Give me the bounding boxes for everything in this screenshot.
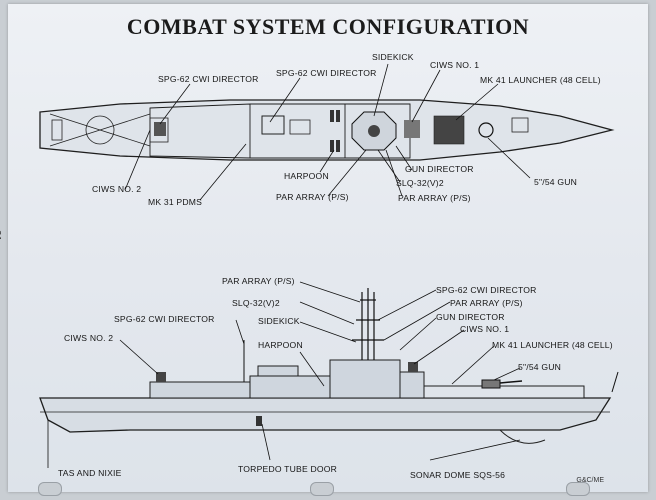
side-label-sidekick: SIDEKICK xyxy=(258,316,300,326)
side-label-ciws2: CIWS NO. 2 xyxy=(64,333,114,343)
top-harpoon xyxy=(330,110,340,152)
top-label-par-array-left: PAR ARRAY (P/S) xyxy=(276,192,349,202)
top-label-gun: 5"/54 GUN xyxy=(534,177,578,187)
side-gun xyxy=(481,379,523,389)
top-label-ciws1: CIWS NO. 1 xyxy=(430,60,480,70)
top-label-slq32: SLQ-32(V)2 xyxy=(396,178,444,188)
corner-code: G&C/ME xyxy=(576,477,604,484)
side-label-par-array-top: PAR ARRAY (P/S) xyxy=(222,276,295,286)
side-label-slq32: SLQ-32(V)2 xyxy=(232,298,280,308)
side-label-sonar: SONAR DOME SQS-56 xyxy=(410,470,506,480)
top-label-mk31: MK 31 PDMS xyxy=(148,197,203,207)
top-label-par-array-right: PAR ARRAY (P/S) xyxy=(398,193,471,203)
binder-hole-center xyxy=(310,482,334,496)
top-label-ciws2: CIWS NO. 2 xyxy=(92,184,142,194)
side-leader-lines xyxy=(119,281,521,461)
top-label-spg62-aft: SPG-62 CWI DIRECTOR xyxy=(158,74,259,84)
side-label-harpoon: HARPOON xyxy=(258,340,303,350)
binder-hole-right xyxy=(566,482,590,496)
top-mk41-grid xyxy=(433,115,465,145)
side-ciws1 xyxy=(408,362,418,372)
binder-hole-left xyxy=(38,482,62,496)
top-spg62-aft xyxy=(261,115,285,135)
side-label-par-array-right: PAR ARRAY (P/S) xyxy=(450,298,523,308)
top-label-sidekick: SIDEKICK xyxy=(372,52,414,62)
page-title: COMBAT SYSTEM CONFIGURATION xyxy=(126,14,530,39)
side-sonar-dome xyxy=(499,429,546,444)
side-label-mk41: MK 41 LAUNCHER (48 CELL) xyxy=(492,340,613,350)
top-label-mk41: MK 41 LAUNCHER (48 CELL) xyxy=(480,75,601,85)
side-view-hull xyxy=(39,397,612,433)
side-ciws2 xyxy=(156,372,166,382)
top-label-harpoon: HARPOON xyxy=(284,171,329,181)
top-view-hull xyxy=(39,99,615,161)
side-superstructure xyxy=(149,359,585,399)
top-label-gun-director: GUN DIRECTOR xyxy=(405,164,474,174)
top-gun-director xyxy=(404,120,420,138)
side-label-gun-director: GUN DIRECTOR xyxy=(436,312,505,322)
top-gun-mount xyxy=(478,122,494,138)
side-label-ciws1: CIWS NO. 1 xyxy=(460,324,510,334)
top-label-spg62-fwd: SPG-62 CWI DIRECTOR xyxy=(276,68,377,78)
side-label-spg62-right: SPG-62 CWI DIRECTOR xyxy=(436,285,537,295)
side-label-spg62-left: SPG-62 CWI DIRECTOR xyxy=(114,314,215,324)
top-leader-lines xyxy=(124,63,531,201)
side-mast xyxy=(352,288,384,360)
side-label-tas: TAS AND NIXIE xyxy=(58,468,122,478)
top-ciws2-mount xyxy=(154,122,166,136)
side-label-gun: 5"/54 GUN xyxy=(518,362,562,372)
side-label-torpedo: TORPEDO TUBE DOOR xyxy=(238,464,338,474)
